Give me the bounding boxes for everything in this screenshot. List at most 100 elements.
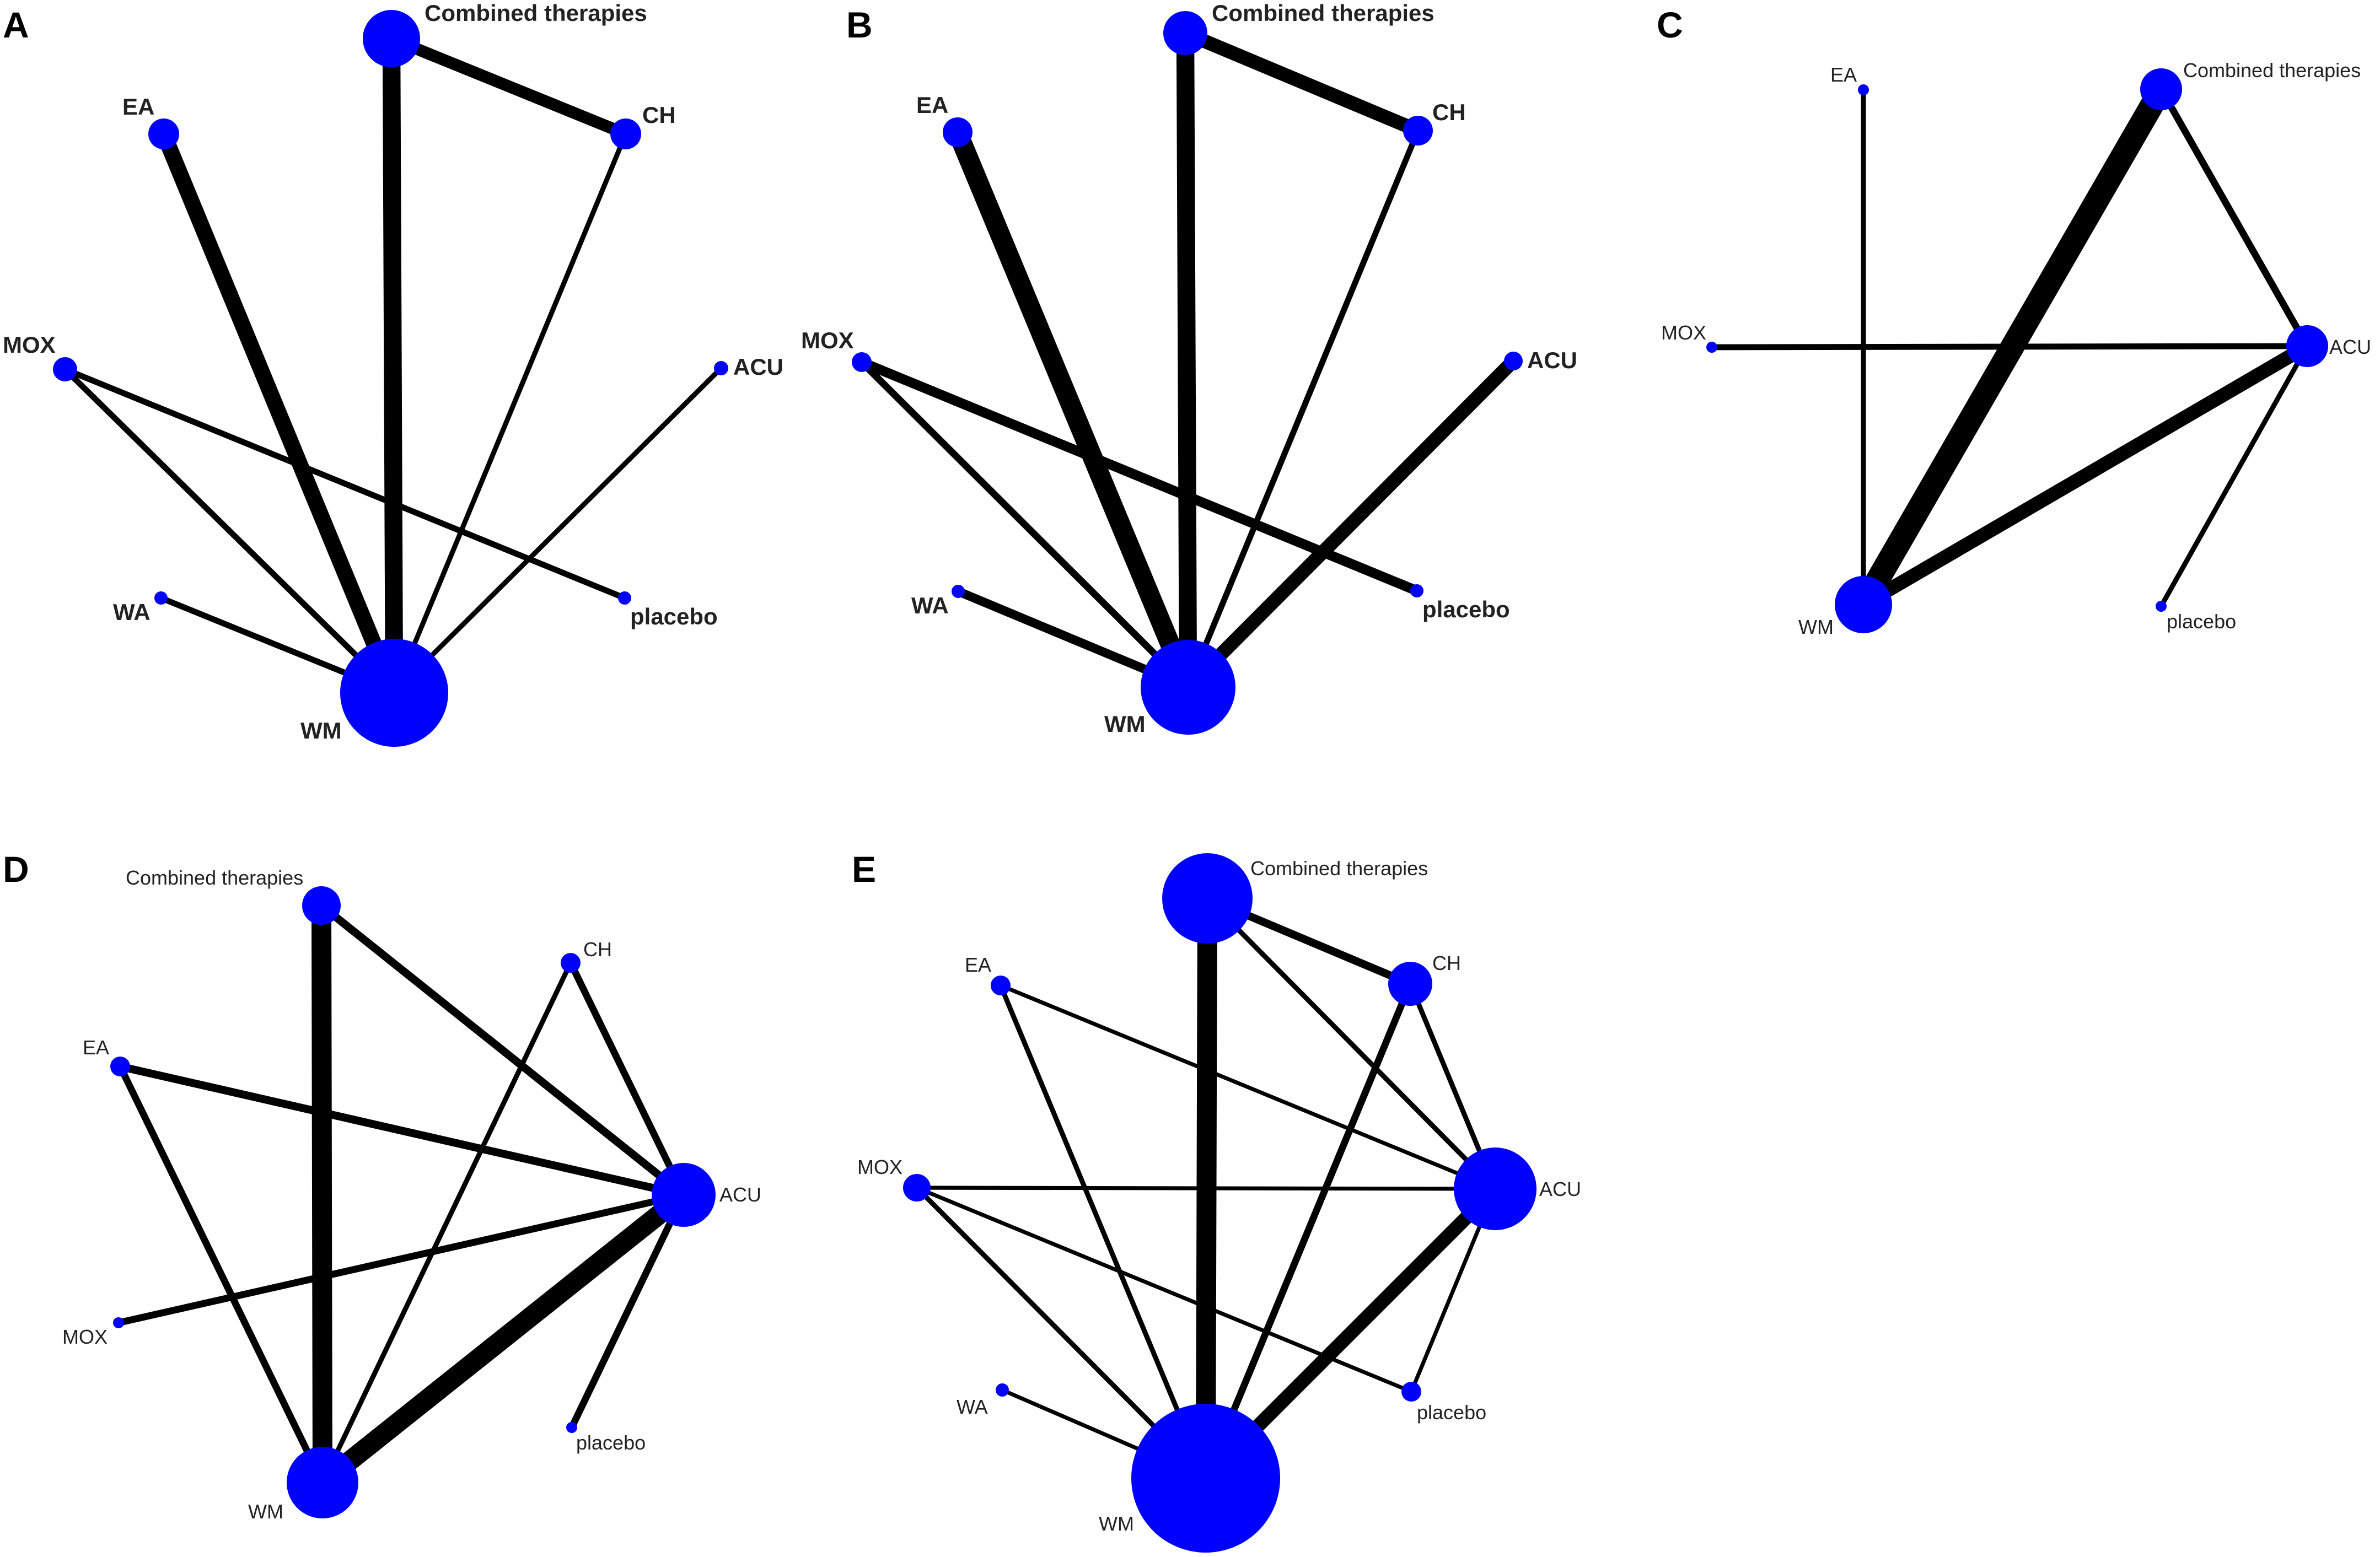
node-wa <box>154 591 168 605</box>
node-label-acu: ACU <box>733 354 783 380</box>
node-label-acu: ACU <box>2329 336 2371 358</box>
node-wm <box>1835 576 1892 633</box>
node-wa <box>996 1383 1009 1397</box>
node-mox <box>113 1317 124 1328</box>
node-ch <box>610 118 641 149</box>
node-label-ch: CH <box>642 102 676 128</box>
node-label-ch: CH <box>1432 952 1461 974</box>
edge-ea-wm <box>998 984 1208 1479</box>
node-label-ch: CH <box>583 938 612 961</box>
node-label-wm: WM <box>1798 616 1834 638</box>
node-label-mox: MOX <box>3 332 56 358</box>
node-placebo <box>2156 601 2167 612</box>
edge-mox-wm <box>859 359 1191 690</box>
node-wm <box>287 1447 358 1518</box>
edge-ct-ch <box>1183 26 1421 137</box>
node-label-placebo: placebo <box>1422 596 1510 622</box>
node-label-wm: WM <box>300 718 342 744</box>
node-label-ch: CH <box>1432 99 1466 125</box>
node-label-ea: EA <box>916 92 948 118</box>
edge-ea-wm <box>156 131 402 696</box>
node-wm <box>1131 1404 1280 1553</box>
node-mox <box>852 352 872 372</box>
edge-mox-acu <box>117 1191 685 1327</box>
node-mox <box>1706 342 1717 353</box>
edge-mox-acu <box>1711 343 2308 351</box>
edge-ch-acu <box>567 961 687 1197</box>
edge-ea-acu <box>119 1062 685 1199</box>
node-acu <box>652 1163 716 1227</box>
node-placebo <box>1410 584 1423 597</box>
node-label-mox: MOX <box>857 1156 902 1178</box>
node-ct <box>302 886 341 925</box>
node-label-mox: MOX <box>1661 321 1706 344</box>
node-label-wm: WM <box>1104 711 1146 737</box>
edge-ch-wm <box>1185 129 1421 689</box>
node-acu <box>714 361 728 375</box>
edge-mox-placebo <box>916 1186 1412 1394</box>
node-placebo <box>618 591 631 605</box>
node-wa <box>952 585 965 598</box>
panel-letter: B <box>846 4 873 45</box>
edge-ch-wm <box>391 133 628 694</box>
node-ea <box>1858 84 1869 95</box>
node-acu <box>1504 352 1523 370</box>
edge-ct-wm <box>1176 33 1197 688</box>
node-label-placebo: placebo <box>2167 610 2236 633</box>
node-label-mox: MOX <box>62 1326 108 1348</box>
node-ct <box>1162 853 1253 944</box>
node-ea <box>110 1057 130 1076</box>
edge-ct-ch <box>389 33 628 140</box>
node-ch <box>1403 116 1433 146</box>
node-ch <box>561 953 581 973</box>
panel-letter: D <box>3 849 29 890</box>
edge-acu-wm <box>392 366 723 695</box>
node-wm <box>1141 640 1235 735</box>
node-acu <box>1454 1147 1536 1230</box>
panel-letter: C <box>1657 4 1683 45</box>
edge-ea-wm <box>117 1065 326 1484</box>
edge-ct-wm <box>382 38 404 693</box>
node-ea <box>943 117 973 147</box>
node-label-ea: EA <box>83 1036 109 1059</box>
edge-acu-wm <box>316 1187 690 1491</box>
node-ct <box>363 10 420 67</box>
edge-acu-placebo <box>2159 344 2309 608</box>
node-label-acu: ACU <box>1539 1178 1581 1200</box>
node-mox <box>903 1174 931 1202</box>
node-label-wm: WM <box>248 1500 283 1523</box>
edge-mox-wm <box>63 367 396 695</box>
panel-letter: A <box>3 4 29 45</box>
node-acu <box>2286 325 2328 367</box>
edge-ct-acu <box>319 902 686 1198</box>
node-label-acu: ACU <box>1527 347 1577 373</box>
edge-ct-acu <box>1205 896 1497 1191</box>
node-placebo <box>1401 1382 1421 1402</box>
node-label-ct: Combined therapies <box>425 0 647 26</box>
edge-ct-wm <box>311 905 332 1483</box>
node-label-wm: WM <box>1099 1512 1134 1535</box>
node-ct <box>1163 11 1207 55</box>
edge-acu-wm <box>1860 340 2311 611</box>
node-ea <box>991 976 1011 995</box>
edge-mox-acu <box>916 1186 1496 1191</box>
node-label-ct: Combined therapies <box>2183 59 2361 82</box>
node-label-mox: MOX <box>801 327 854 353</box>
node-placebo <box>566 1422 577 1433</box>
node-label-placebo: placebo <box>630 604 718 629</box>
node-label-ea: EA <box>1830 63 1857 86</box>
node-ea <box>148 118 179 149</box>
node-label-ct: Combined therapies <box>1250 857 1428 880</box>
node-label-wa: WA <box>957 1396 988 1418</box>
node-label-ea: EA <box>965 953 991 976</box>
node-label-wa: WA <box>113 599 151 625</box>
node-mox <box>53 357 77 381</box>
node-label-acu: ACU <box>719 1183 761 1206</box>
node-wm <box>340 639 448 747</box>
